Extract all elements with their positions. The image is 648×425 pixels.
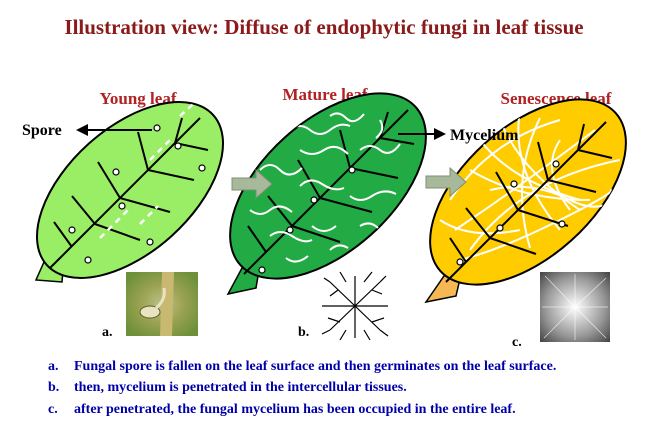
diagram-title: Illustration view: Diffuse of endophytic… — [64, 15, 583, 39]
caption-marker-c: c. — [48, 402, 58, 417]
spore-arrowhead — [76, 124, 88, 136]
mycelium-arrowhead — [434, 128, 446, 140]
caption-marker-a: a. — [48, 359, 59, 374]
marker-a: a. — [102, 325, 113, 340]
caption-text-a: Fungal spore is fallen on the leaf surfa… — [74, 359, 556, 374]
marker-c: c. — [512, 335, 522, 350]
marker-b: b. — [298, 325, 309, 340]
mycelium-colony-photo — [540, 272, 610, 342]
mycelium-drawing — [322, 272, 388, 340]
caption-list: a. Fungal spore is fallen on the leaf su… — [48, 359, 556, 417]
mycelium-label: Mycelium — [450, 127, 519, 144]
caption-text-c: after penetrated, the fungal mycelium ha… — [74, 402, 516, 417]
spore-label: Spore — [22, 122, 62, 139]
fungal-spore-photo — [126, 272, 198, 336]
caption-text-b: then, mycelium is penetrated in the inte… — [74, 380, 407, 395]
caption-marker-b: b. — [48, 380, 59, 395]
